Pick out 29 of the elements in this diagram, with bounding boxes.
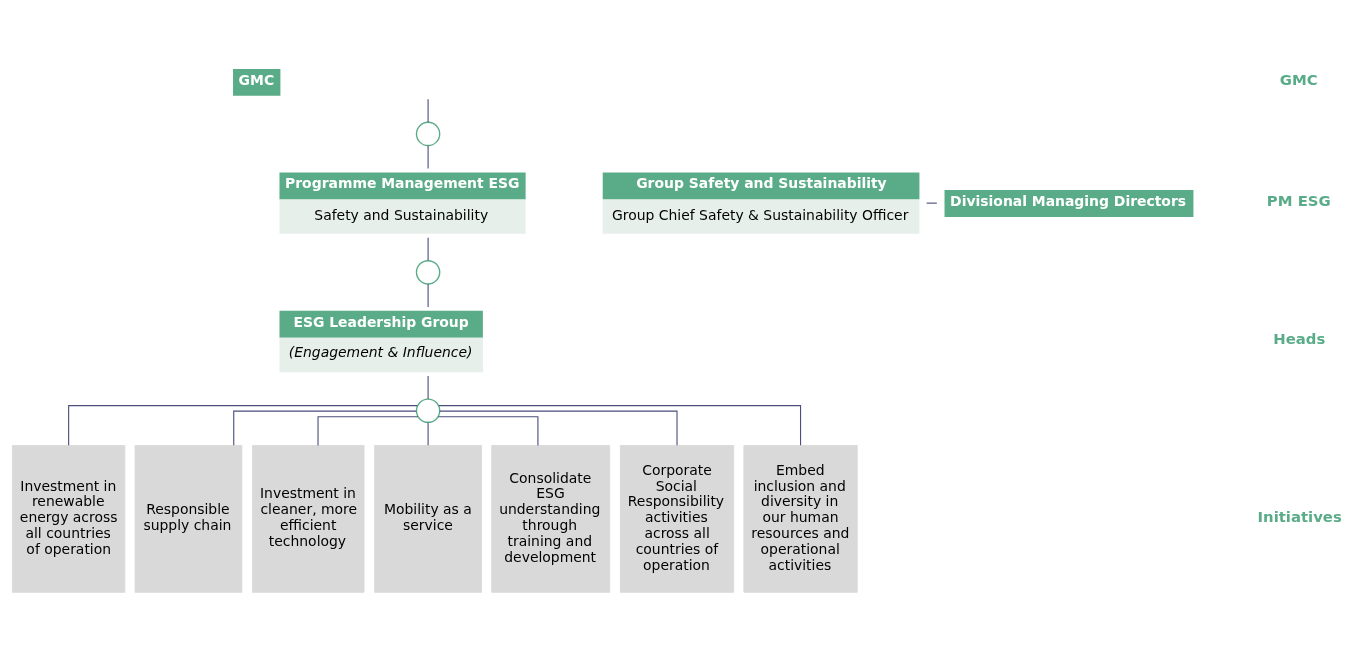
node-circle bbox=[415, 121, 441, 147]
node-box: GMC bbox=[233, 68, 281, 96]
connector bbox=[68, 405, 418, 446]
connector bbox=[439, 410, 678, 446]
node-circle bbox=[415, 398, 441, 423]
connector bbox=[437, 416, 539, 447]
label: Heads bbox=[1273, 330, 1326, 349]
node-circle bbox=[415, 260, 441, 285]
label: PM ESG bbox=[1266, 191, 1331, 210]
connector bbox=[317, 416, 419, 447]
connector bbox=[233, 410, 417, 446]
label: Initiatives bbox=[1257, 507, 1342, 526]
node-box: Corporate Social Responsibility activities across all countries of operation bbox=[619, 445, 735, 593]
connector bbox=[427, 283, 429, 308]
node-box: Investment in renewable energy across all countries of operation bbox=[12, 445, 126, 593]
connector bbox=[427, 422, 429, 446]
connector bbox=[427, 375, 429, 400]
label: GMC bbox=[1279, 70, 1318, 89]
connector bbox=[427, 98, 429, 123]
connector bbox=[427, 145, 429, 170]
connector bbox=[926, 202, 938, 204]
node-box: Responsible supply chain bbox=[134, 445, 243, 593]
node-box: Mobility as a service bbox=[374, 445, 482, 593]
node-box: Divisional Managing Directors bbox=[944, 190, 1194, 218]
connector bbox=[427, 237, 429, 262]
node-box: Consolidate ESG understanding through training and development bbox=[491, 445, 611, 593]
node-box: Investment in cleaner, more efficient technology bbox=[252, 445, 365, 593]
node-box: Embed inclusion and diversity in our human resources and operational activities bbox=[743, 445, 858, 593]
connector bbox=[438, 405, 802, 446]
